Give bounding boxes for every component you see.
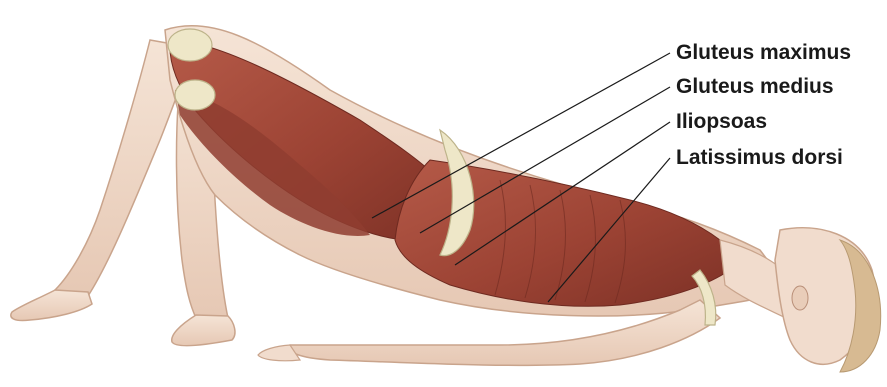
front-foot — [172, 315, 235, 346]
ear — [792, 286, 808, 310]
label-latissimus-dorsi: Latissimus dorsi — [676, 147, 843, 168]
label-iliopsoas: Iliopsoas — [676, 111, 767, 132]
label-gluteus-medius: Gluteus medius — [676, 76, 834, 97]
knee-bone-front — [175, 80, 215, 110]
label-gluteus-maximus: Gluteus maximus — [676, 42, 851, 63]
back-foot — [11, 290, 92, 321]
knee-bone-back — [168, 29, 212, 61]
